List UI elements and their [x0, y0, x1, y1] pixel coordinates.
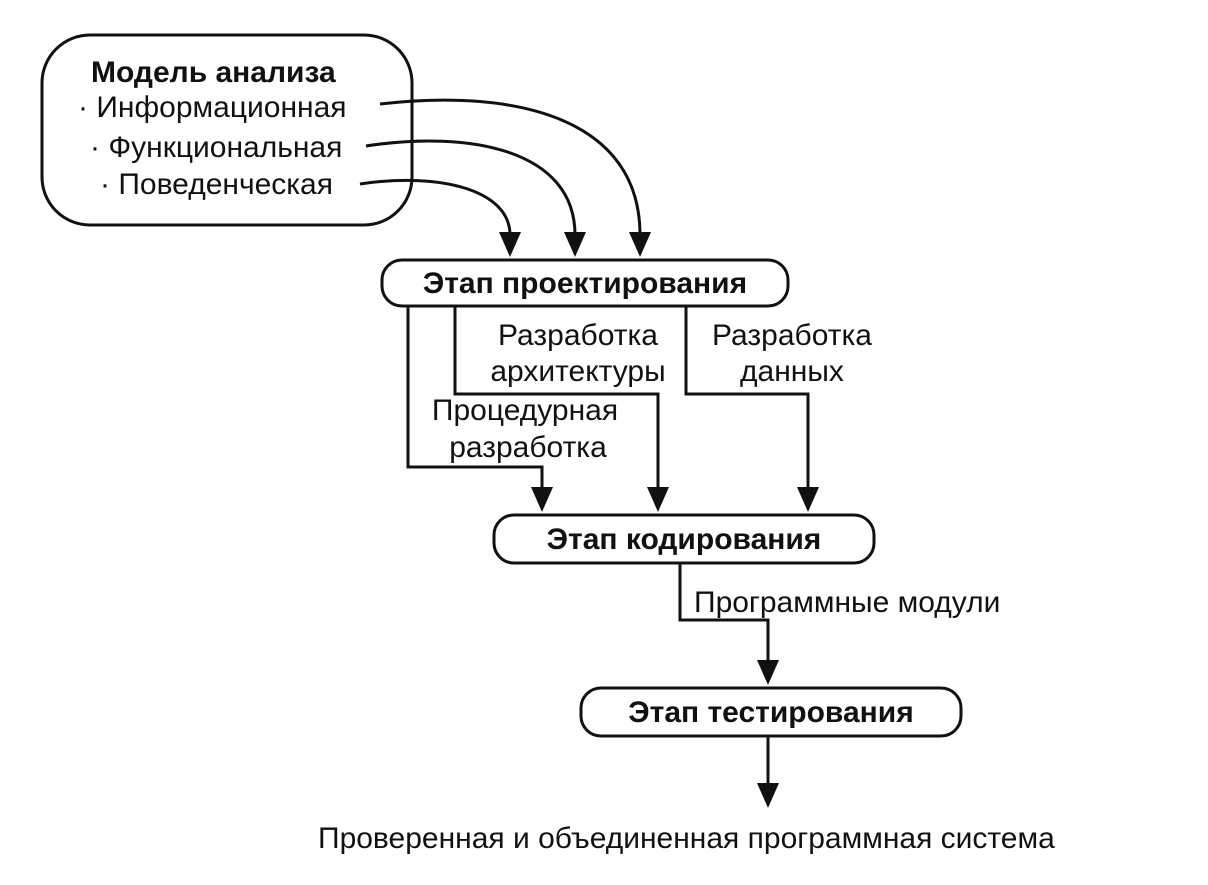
arrow-behavioral-to-design [359, 178, 512, 236]
arrowhead-data [797, 487, 819, 512]
testing-stage-label: Этап тестирования [628, 696, 913, 729]
arrowhead-functional [564, 232, 586, 257]
arrowhead-architecture [647, 487, 669, 512]
design-stage-box: Этап проектирования [380, 258, 790, 308]
architecture-label-line1: Разработка [498, 319, 658, 352]
data-label-line2: данных [740, 355, 844, 388]
analysis-item-behavioral: · Поведенческая [100, 168, 333, 201]
modules-connector [678, 563, 770, 663]
data-connector [684, 306, 810, 490]
analysis-item-information: · Информационная [78, 91, 347, 124]
design-stage-label: Этап проектирования [423, 267, 747, 300]
analysis-model-title: Модель анализа [91, 56, 336, 89]
procedural-label-line2: разработка [449, 431, 607, 464]
coding-stage-box: Этап кодирования [492, 513, 876, 565]
procedural-connector [406, 306, 544, 490]
coding-to-testing-arrow: Программные модули [678, 563, 1000, 685]
arrow-functional-to-design [365, 139, 577, 236]
data-label-line1: Разработка [712, 319, 872, 352]
arrowhead-modules [757, 660, 779, 685]
analysis-model-box: Модель анализа · Информационная · Функци… [40, 33, 414, 227]
arrowhead-procedural [531, 487, 553, 512]
coding-stage-label: Этап кодирования [547, 523, 822, 556]
final-output-label: Проверенная и объединенная программная с… [318, 822, 1055, 855]
program-modules-label: Программные модули [694, 586, 1000, 619]
arrow-information-to-design [379, 98, 642, 236]
design-to-coding-arrows [406, 306, 819, 512]
design-output-labels: Разработка архитектуры Разработка данных… [432, 319, 872, 464]
arrowhead-final [757, 783, 779, 808]
architecture-label-line2: архитектуры [490, 355, 665, 388]
procedural-label-line1: Процедурная [432, 394, 618, 427]
architecture-connector [453, 306, 660, 490]
testing-stage-box: Этап тестирования [579, 686, 963, 738]
arrowhead-behavioral [499, 232, 521, 257]
analysis-to-design-arrows [359, 98, 651, 257]
testing-to-final-arrow [757, 736, 779, 808]
arrowhead-information [629, 232, 651, 257]
analysis-item-functional: · Функциональная [90, 131, 342, 164]
